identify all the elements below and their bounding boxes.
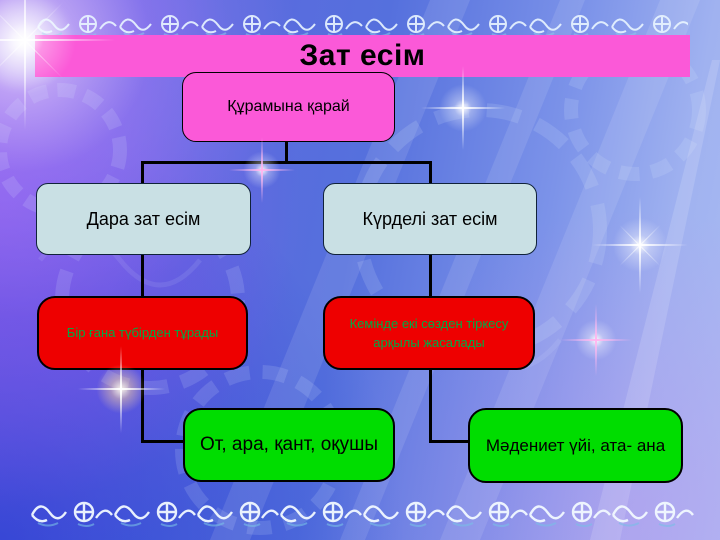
node-category-kurdeli: Күрделі зат есім	[323, 183, 537, 255]
node-description-label: Бір ғана түбірден тұрады	[66, 325, 219, 341]
node-category-label: Дара зат есім	[86, 208, 201, 229]
connector-right-drop	[429, 161, 432, 185]
connector-right-elbow-h	[429, 440, 470, 443]
node-category-dara: Дара зат есім	[36, 183, 251, 255]
node-category-label: Күрделі зат есім	[362, 208, 498, 229]
node-examples-dara: От, ара, қант, оқушы	[183, 408, 395, 482]
connector-left-elbow-h	[141, 440, 185, 443]
connector-left-drop	[141, 161, 144, 185]
sparkle-mid-top	[421, 66, 505, 150]
connector-left-to-desc	[141, 255, 144, 298]
node-examples-kurdeli: Мәдениет үйі, ата- ана	[468, 408, 683, 483]
node-root-label: Құрамына қарай	[227, 98, 350, 115]
connector-root-stem	[285, 142, 288, 163]
node-description-label: Кемінде екі сөзден тіркесу арқылы жасала…	[349, 315, 509, 351]
slide-title-bar: Зат есім	[35, 35, 690, 77]
node-examples-label: Мәдениет үйі, ата- ана	[485, 435, 666, 455]
sparkle-right-lower	[560, 304, 632, 376]
connector-right-to-desc	[429, 255, 432, 298]
ornament-border-top	[36, 11, 688, 37]
node-description-dara: Бір ғана түбірден тұрады	[37, 296, 248, 370]
node-root-kuramyna-karai: Құрамына қарай	[182, 72, 395, 142]
ornament-border-bottom	[30, 497, 694, 527]
node-examples-label: От, ара, қант, оқушы	[200, 434, 378, 455]
slide-title: Зат есім	[299, 39, 426, 72]
connector-left-elbow-v	[141, 370, 144, 443]
connector-right-elbow-v	[429, 370, 432, 443]
connector-branch-crossbar	[141, 161, 432, 164]
sparkle-right-middle	[592, 197, 688, 293]
node-description-kurdeli: Кемінде екі сөзден тіркесу арқылы жасала…	[323, 296, 535, 370]
